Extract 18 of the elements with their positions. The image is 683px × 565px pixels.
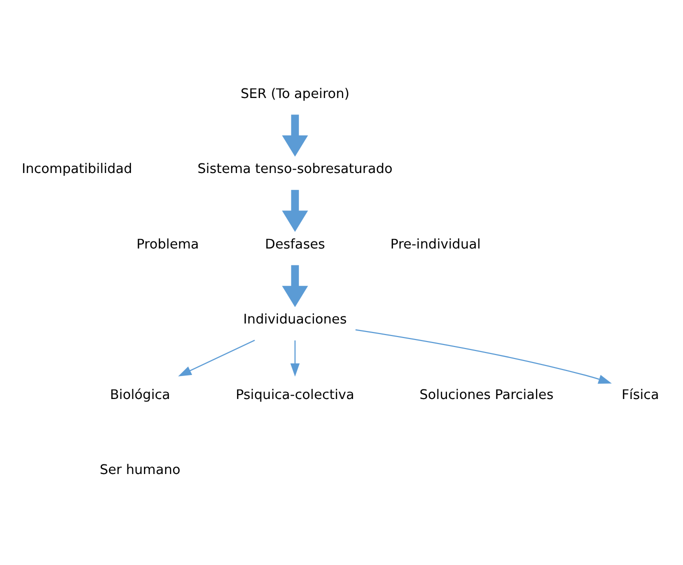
label: Problema <box>136 237 199 252</box>
label: Ser humano <box>100 463 180 478</box>
arrow <box>282 265 308 308</box>
node-text: Psiquica-colectiva <box>236 388 354 403</box>
node-text: Individuaciones <box>243 312 347 328</box>
node-text: Física <box>622 388 659 403</box>
arrow <box>290 340 300 377</box>
node-text: Sistema tenso-sobresaturado <box>198 162 393 178</box>
label: Pre-individual <box>390 237 481 252</box>
label: Soluciones Parciales <box>419 388 554 403</box>
label: Incompatibilidad <box>22 162 132 178</box>
arrow <box>282 114 308 157</box>
arrow <box>178 340 255 376</box>
node-text: SER (To apeiron) <box>240 86 350 102</box>
arrow <box>355 329 612 384</box>
node-text: Biológica <box>110 388 170 403</box>
arrow <box>282 190 308 232</box>
node-text: Desfases <box>264 237 326 252</box>
